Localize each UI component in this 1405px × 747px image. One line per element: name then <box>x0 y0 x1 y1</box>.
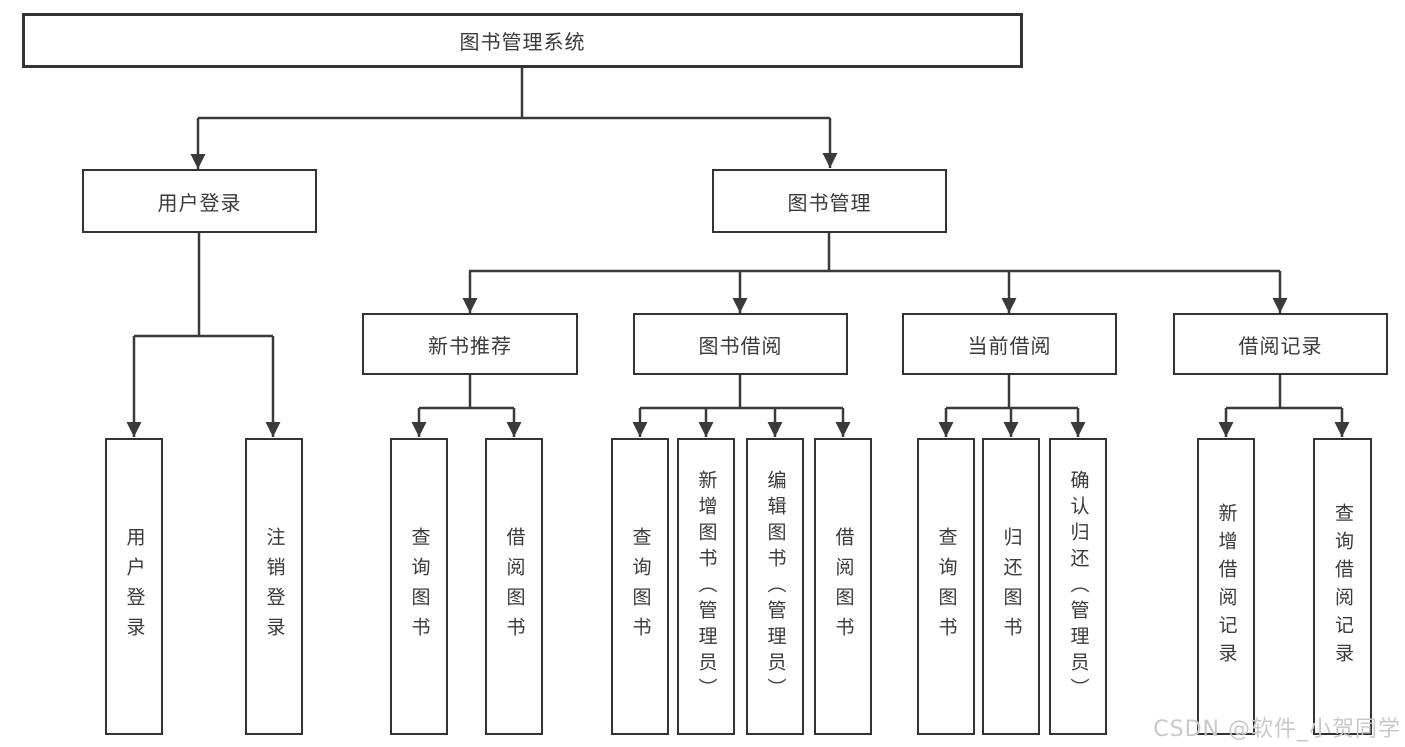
leaf-user-login: 用户登录 <box>105 438 163 735</box>
leaf-cb-confirm-return: 确认归还（管理员） <box>1049 438 1107 735</box>
leaf-cb-return-book-label: 归还图书 <box>1000 526 1023 647</box>
leaf-bb-query-book-label: 查询图书 <box>629 526 652 647</box>
node-borrow-records-label: 借阅记录 <box>1238 333 1323 358</box>
leaf-br-query-record-label: 查询借阅记录 <box>1332 502 1354 671</box>
leaf-nbr-borrow-book: 借阅图书 <box>485 438 543 735</box>
leaf-bb-edit-book: 编辑图书（管理员） <box>746 438 804 735</box>
leaf-bb-add-book-label: 新增图书（管理员） <box>695 469 718 704</box>
leaf-br-add-record-label: 新增借阅记录 <box>1215 502 1238 671</box>
leaf-br-add-record: 新增借阅记录 <box>1197 438 1255 735</box>
node-book-borrow-label: 图书借阅 <box>698 333 783 358</box>
leaf-bb-edit-book-label: 编辑图书（管理员） <box>764 469 787 704</box>
node-book-mgmt: 图书管理 <box>712 169 947 233</box>
node-book-mgmt-label: 图书管理 <box>787 190 872 215</box>
node-new-book-rec: 新书推荐 <box>362 313 578 375</box>
leaf-cb-query-book: 查询图书 <box>917 438 975 735</box>
leaf-nbr-query-book: 查询图书 <box>390 438 448 735</box>
leaf-logout: 注销登录 <box>245 438 303 735</box>
leaf-cb-query-book-label: 查询图书 <box>935 526 958 647</box>
node-root-system-label: 图书管理系统 <box>459 30 586 54</box>
node-borrow-records: 借阅记录 <box>1173 313 1388 375</box>
leaf-bb-query-book: 查询图书 <box>611 438 669 735</box>
leaf-br-query-record: 查询借阅记录 <box>1313 438 1372 735</box>
leaf-bb-add-book: 新增图书（管理员） <box>677 438 735 735</box>
leaf-user-login-label: 用户登录 <box>123 526 146 647</box>
node-current-borrow-label: 当前借阅 <box>967 333 1052 358</box>
node-new-book-rec-label: 新书推荐 <box>428 333 512 358</box>
leaf-bb-borrow-book: 借阅图书 <box>814 438 872 735</box>
node-root-system: 图书管理系统 <box>22 13 1023 68</box>
node-book-borrow: 图书借阅 <box>633 313 848 375</box>
leaf-logout-label: 注销登录 <box>263 526 286 647</box>
leaf-nbr-query-book-label: 查询图书 <box>408 526 431 647</box>
leaf-cb-return-book: 归还图书 <box>982 438 1040 735</box>
node-user-login: 用户登录 <box>82 169 317 233</box>
leaf-cb-confirm-return-label: 确认归还（管理员） <box>1067 469 1090 704</box>
node-user-login-label: 用户登录 <box>157 190 242 215</box>
leaf-nbr-borrow-book-label: 借阅图书 <box>503 526 526 647</box>
leaf-bb-borrow-book-label: 借阅图书 <box>832 526 855 647</box>
node-current-borrow: 当前借阅 <box>902 313 1117 375</box>
